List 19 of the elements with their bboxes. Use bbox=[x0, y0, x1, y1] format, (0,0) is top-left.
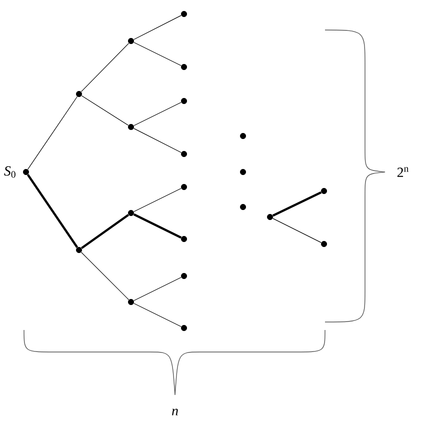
tree-branch bbox=[134, 15, 182, 40]
tree-branch bbox=[134, 188, 182, 212]
tree-branch bbox=[134, 102, 182, 126]
tree-branch bbox=[80, 214, 130, 250]
tree-branch bbox=[26, 174, 78, 248]
tree-branch bbox=[81, 95, 129, 126]
node-label: S$_{0}$ bbox=[4, 166, 16, 178]
tree-branch bbox=[134, 128, 182, 153]
tree-branch bbox=[80, 252, 130, 300]
tree-branch bbox=[133, 213, 182, 239]
tree-branch bbox=[80, 42, 130, 92]
tree-branch bbox=[272, 191, 322, 217]
tree-branch bbox=[28, 96, 78, 170]
brace-label: n bbox=[172, 408, 178, 416]
tree-branch bbox=[272, 218, 322, 243]
tree-branch bbox=[134, 277, 182, 301]
brace-label: 2$^{n}$ bbox=[397, 167, 409, 177]
tree-branch bbox=[134, 303, 182, 327]
tree-branch bbox=[134, 42, 182, 66]
